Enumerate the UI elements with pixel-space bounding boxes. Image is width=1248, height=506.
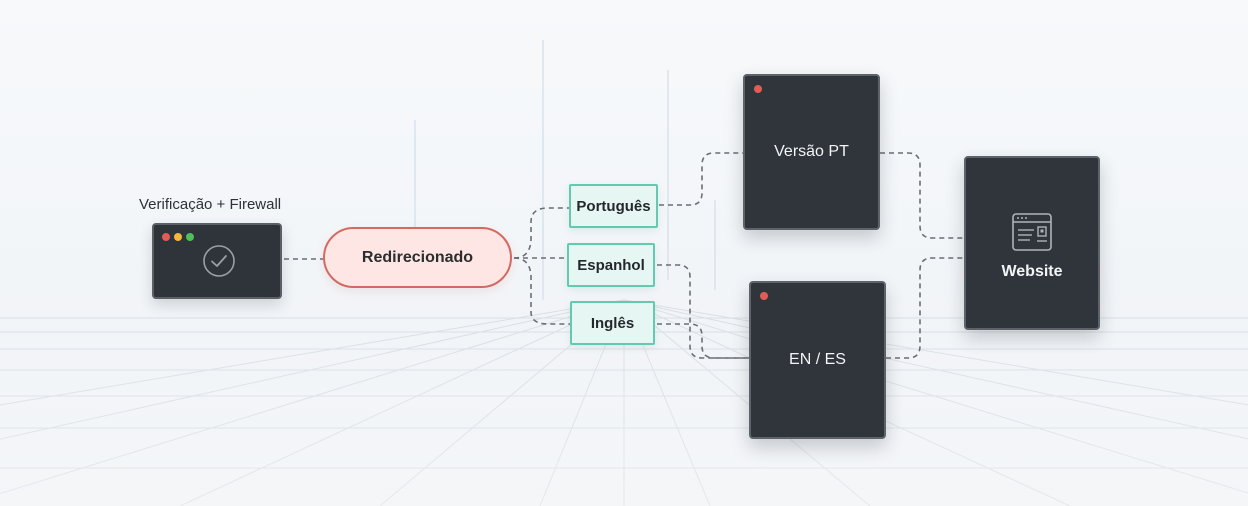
website-card: Website — [964, 156, 1100, 330]
connector-redirect-ingles — [513, 257, 570, 325]
check-circle-icon — [203, 245, 235, 277]
connector-pt-website — [880, 152, 964, 239]
lang-espanhol: Espanhol — [567, 243, 655, 287]
version-en-es-label: EN / ES — [789, 351, 846, 368]
connector-enes-website — [886, 257, 964, 359]
webpage-icon — [1012, 213, 1052, 251]
connector-espanhol-enes — [657, 264, 749, 359]
version-pt-label: Versão PT — [774, 143, 849, 160]
card-dot-red-icon — [760, 292, 768, 300]
card-dot-red-icon — [754, 85, 762, 93]
connector-redirect-portugues — [513, 207, 569, 259]
window-dot-yellow-icon — [174, 233, 182, 241]
security-caption: Verificação + Firewall — [139, 196, 282, 213]
lang-portugues: Português — [569, 184, 658, 228]
connector-ingles-enes — [657, 323, 749, 359]
website-label: Website — [1001, 263, 1063, 280]
lang-ingles: Inglês — [570, 301, 655, 345]
security-check-window — [152, 223, 282, 299]
connector-portugues-pt — [659, 152, 743, 206]
redirect-node: Redirecionado — [323, 227, 512, 288]
window-controls — [162, 233, 194, 241]
window-dot-green-icon — [186, 233, 194, 241]
version-pt-card: Versão PT — [743, 74, 880, 230]
window-dot-red-icon — [162, 233, 170, 241]
version-en-es-card: EN / ES — [749, 281, 886, 439]
